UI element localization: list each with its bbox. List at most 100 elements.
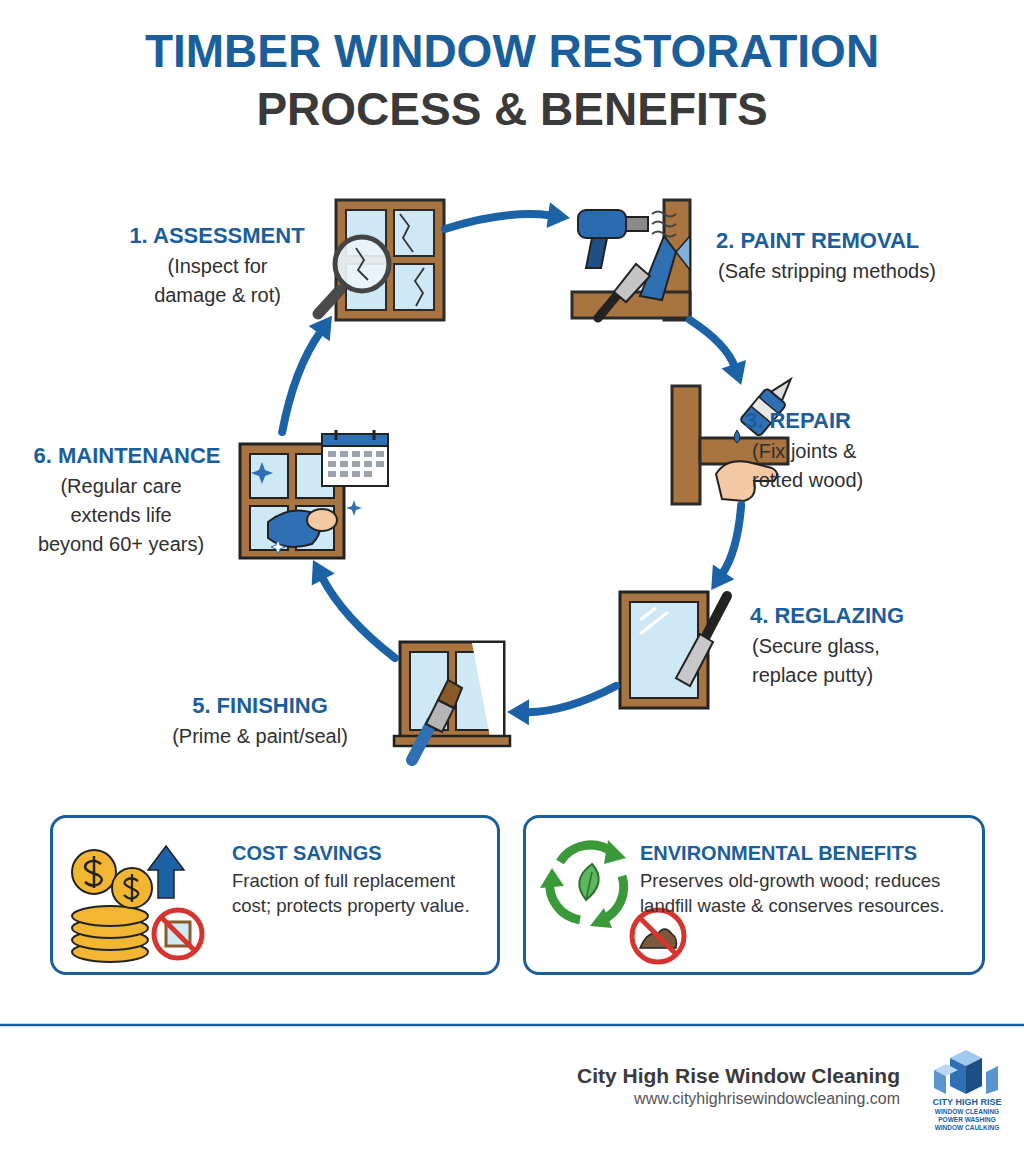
- maintenance-icon-part: [271, 540, 285, 554]
- flow-arrow: [282, 316, 332, 432]
- coins-icon: [72, 846, 202, 962]
- maintenance-icon-part-part: [328, 451, 336, 457]
- arrow-head: [309, 316, 332, 341]
- company-logo: [934, 1050, 998, 1094]
- maintenance-icon-part: [346, 500, 362, 516]
- arrow-head: [711, 565, 734, 590]
- diagram-title: TIMBER WINDOW RESTORATION PROCESS & BENE…: [72, 22, 952, 138]
- assessment-icon-part: [336, 200, 444, 320]
- benefit-box: ENVIRONMENTAL BENEFITSPreserves old-grow…: [523, 815, 985, 975]
- maintenance-icon-part-part: [364, 451, 372, 457]
- maintenance-icon-part-part: [352, 471, 360, 477]
- paint-removal-icon-part: [598, 294, 618, 318]
- step-heading: 6. MAINTENANCE: [12, 442, 242, 470]
- coins-icon-part: [72, 850, 116, 894]
- paint-removal-icon: [572, 200, 690, 320]
- company-logo-part: [950, 1058, 966, 1094]
- paint-removal-icon-part: [652, 232, 676, 237]
- reglazing-icon-part: [640, 612, 668, 634]
- process-step: 4. REGLAZING(Secure glass, replace putty…: [616, 590, 728, 710]
- step-description: (Safe stripping methods): [718, 257, 998, 286]
- maintenance-icon-part-part: [364, 471, 372, 477]
- maintenance-icon-part-part: [352, 451, 360, 457]
- recycle-icon-part: [560, 845, 612, 862]
- coins-icon-part: [112, 868, 152, 908]
- step-heading: 5. FINISHING: [160, 692, 360, 720]
- recycle-icon-part: [579, 864, 598, 900]
- recycle-icon-part: [540, 868, 564, 888]
- reglazing-icon-part: [676, 634, 713, 686]
- assessment-icon-part: [394, 264, 434, 310]
- logo-tagline: WINDOW CAULKING: [917, 1124, 1017, 1131]
- paint-removal-icon-part: [676, 236, 690, 270]
- maintenance-icon-part: [307, 509, 337, 531]
- step-description: (Inspect for damage & rot): [140, 252, 295, 310]
- arrow-line: [322, 577, 395, 658]
- maintenance-icon-part-part: [376, 461, 384, 467]
- maintenance-icon-part: [240, 444, 344, 558]
- step-description: (Secure glass, replace putty): [752, 632, 917, 690]
- finishing-icon: [394, 642, 510, 760]
- paint-removal-icon-part: [586, 238, 607, 268]
- finishing-icon-part: [394, 736, 510, 746]
- maintenance-icon-part: [322, 434, 388, 446]
- step-heading: 4. REGLAZING: [750, 602, 950, 630]
- reglazing-icon: [620, 592, 727, 708]
- step-description: (Regular care extends life beyond 60+ ye…: [35, 472, 207, 559]
- paint-removal-icon-part: [626, 217, 648, 231]
- company-logo-part: [934, 1070, 946, 1094]
- step-description: (Prime & paint/seal): [150, 722, 370, 751]
- arrow-head: [312, 560, 335, 586]
- benefit-heading: COST SAVINGS: [232, 840, 482, 866]
- paint-removal-icon-part: [652, 222, 676, 227]
- repair-icon-part-part: [771, 375, 796, 401]
- arrow-head: [546, 202, 570, 228]
- paint-removal-icon-part: [578, 210, 626, 238]
- maintenance-icon-part-part: [340, 461, 348, 467]
- arrow-line: [445, 214, 551, 229]
- maintenance-icon-part: [250, 454, 288, 498]
- finishing-icon-part: [472, 643, 503, 737]
- paint-removal-icon-part: [614, 264, 650, 302]
- process-step: 5. FINISHING(Prime & paint/seal): [395, 640, 507, 760]
- maintenance-icon-part: [322, 434, 388, 486]
- coins-icon-part: [72, 906, 148, 926]
- flow-arrow: [445, 202, 570, 229]
- assessment-icon-part: [335, 237, 389, 291]
- coins-icon-part: [85, 856, 102, 888]
- coins-icon-part: [148, 846, 184, 898]
- maintenance-icon-part-part: [352, 461, 360, 467]
- maintenance-icon-part-part: [328, 471, 336, 477]
- logo-tagline: POWER WASHING: [917, 1116, 1017, 1123]
- arrow-line: [722, 505, 741, 574]
- recycle-icon-part: [586, 872, 592, 900]
- recycle-icon-part: [640, 918, 676, 954]
- finishing-icon-part: [438, 680, 462, 708]
- benefit-description: Preserves old-growth wood; reduces landf…: [640, 868, 975, 918]
- coins-icon-part: [161, 917, 195, 951]
- finishing-icon-part: [400, 642, 504, 738]
- arrow-head: [722, 360, 747, 385]
- recycle-icon-part: [590, 908, 612, 928]
- step-heading: 2. PAINT REMOVAL: [716, 227, 996, 255]
- maintenance-icon-part-part: [364, 461, 372, 467]
- step-description: (Fix joints & rotted wood): [752, 437, 912, 495]
- process-step: 2. PAINT REMOVAL(Safe stripping methods): [570, 200, 690, 320]
- arrow-line: [690, 320, 735, 367]
- paint-removal-icon-part: [652, 212, 676, 217]
- maintenance-icon-part-part: [376, 451, 384, 457]
- company-logo-part: [966, 1058, 982, 1094]
- benefit-box: COST SAVINGSFraction of full replacement…: [50, 815, 500, 975]
- arrow-head: [507, 699, 529, 725]
- maintenance-icon-part-part: [328, 461, 336, 467]
- arrow-line: [282, 331, 321, 432]
- maintenance-icon-part-part: [340, 451, 348, 457]
- repair-icon-part: [734, 430, 740, 443]
- maintenance-icon-part-part: [340, 471, 348, 477]
- step-heading: 3. REPAIR: [745, 407, 975, 435]
- finishing-icon-part: [412, 722, 432, 760]
- process-step: 6. MAINTENANCE(Regular care extends life…: [236, 432, 390, 560]
- process-step: 3. REPAIR(Fix joints & rotted wood): [668, 385, 790, 505]
